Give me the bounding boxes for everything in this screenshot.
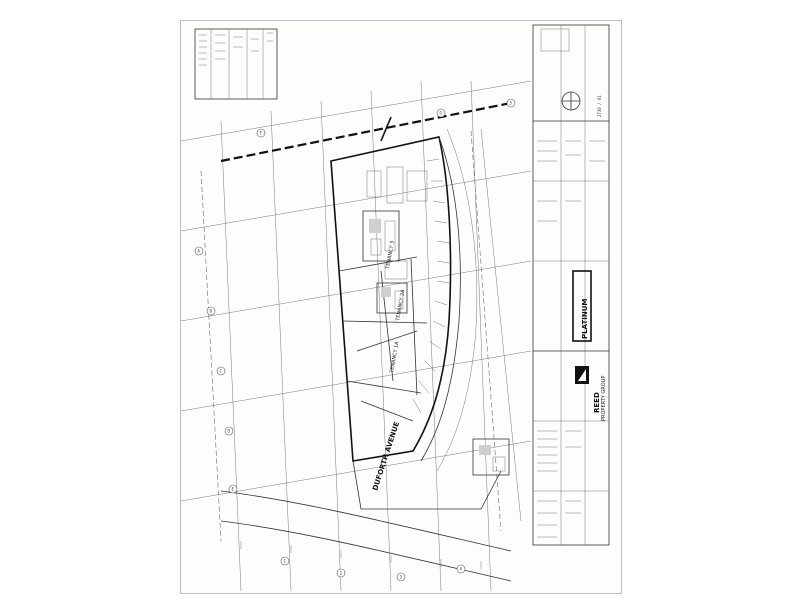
- brand-box: [572, 270, 592, 342]
- sheet-number: 2730 / 01: [597, 95, 602, 117]
- grid-lines: [181, 80, 532, 592]
- tenancy-label-3: TENANCY 3: [385, 240, 396, 270]
- lower-kiosk: [472, 438, 510, 476]
- svg-text:C: C: [220, 369, 223, 374]
- grid-markers: [194, 98, 516, 582]
- developer-subname: PROPERTY GROUP: [601, 376, 607, 421]
- svg-text:G: G: [440, 111, 443, 116]
- drawing-sheet: DUFORTH AVENUE TENANCY 1A TENANCY 2A TEN…: [180, 20, 622, 594]
- site-plan-diagram: DUFORTH AVENUE TENANCY 1A TENANCY 2A TEN…: [181, 24, 610, 592]
- grid-marker-labels: A B C D E F G 1 2 3 4 5: [198, 101, 513, 580]
- site-outline: [330, 128, 502, 510]
- street-label: DUFORTH AVENUE: [371, 421, 401, 492]
- developer-name: REED: [593, 392, 601, 413]
- dimension-ticks: [240, 541, 482, 569]
- easement-line: [470, 130, 502, 532]
- svg-text:E: E: [232, 487, 235, 492]
- svg-text:D: D: [228, 429, 231, 434]
- approval-stamp: [540, 28, 570, 52]
- tenancy-label-2: TENANCY 2A: [395, 288, 407, 322]
- project-brand: PLATINUM: [581, 299, 589, 339]
- car-park-stalls: [412, 158, 450, 414]
- svg-text:1: 1: [284, 559, 287, 564]
- tenancy-label-1: TENANCY 1A: [389, 340, 401, 374]
- building-core-detail: [362, 166, 428, 314]
- svg-text:2: 2: [340, 571, 343, 576]
- street-duforth-avenue: [220, 490, 512, 582]
- svg-text:B: B: [210, 309, 213, 314]
- svg-text:5: 5: [510, 101, 513, 106]
- title-block: [532, 24, 610, 546]
- svg-text:A: A: [198, 249, 201, 254]
- svg-text:4: 4: [460, 567, 463, 572]
- site-boundary-line: [220, 101, 512, 163]
- legend-notes-box: [194, 28, 278, 100]
- svg-text:3: 3: [400, 575, 403, 580]
- svg-text:F: F: [260, 131, 263, 136]
